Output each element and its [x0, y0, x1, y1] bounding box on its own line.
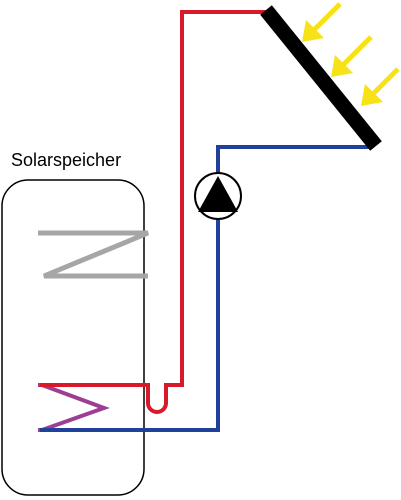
pump-icon: [194, 172, 242, 220]
sun-ray-arrow-icon: [302, 2, 400, 106]
upper-heat-exchanger: [38, 230, 149, 279]
storage-tank-label: Solarspeicher: [11, 150, 121, 170]
solar-collector-icon: [260, 5, 382, 151]
lower-heat-exchanger: [38, 383, 110, 432]
storage-tank: [1, 179, 145, 496]
cold-return-line: [40, 145, 370, 432]
hot-flow-line: [40, 10, 270, 414]
